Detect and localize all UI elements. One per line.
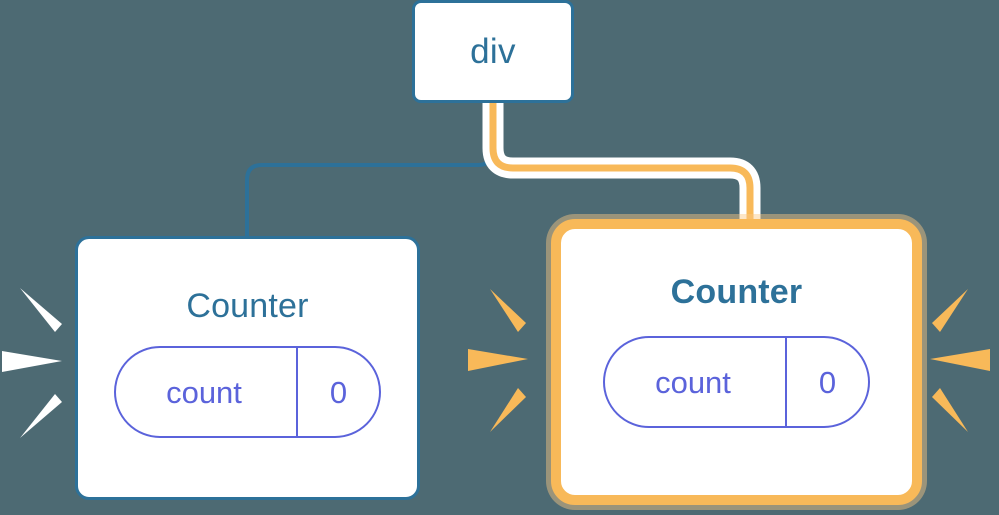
state-key-label: count [655, 364, 731, 400]
edge-div-to-counter-right [489, 103, 754, 231]
node-div[interactable]: div [412, 0, 574, 103]
node-counter-left-label: Counter [186, 287, 309, 325]
node-counter-left[interactable]: Counter count 0 [75, 236, 420, 500]
state-badge-counter-right: count 0 [603, 336, 870, 428]
edge-div-to-counter-left [245, 101, 495, 238]
state-value-label: 0 [296, 348, 379, 436]
state-value-label: 0 [785, 338, 868, 426]
state-key-label: count [166, 374, 242, 410]
node-div-label: div [470, 32, 516, 71]
node-counter-right-label: Counter [670, 273, 803, 311]
state-badge-counter-left: count 0 [114, 346, 381, 438]
node-counter-right[interactable]: Counter count 0 [551, 219, 922, 505]
